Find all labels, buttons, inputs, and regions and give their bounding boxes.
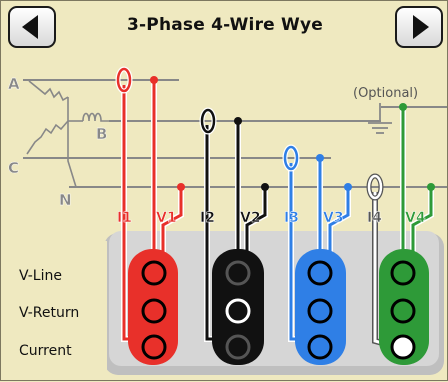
row-label-v-line: V-Line xyxy=(19,268,62,284)
channel-label-i4: I4 xyxy=(367,210,382,226)
v-return-jack-2 xyxy=(225,298,251,324)
channel-label-v4: V4 xyxy=(405,210,426,226)
v-line-jack-2 xyxy=(225,260,251,286)
v-return-jack-1 xyxy=(141,298,167,324)
channel-2 xyxy=(199,107,269,365)
phase-label-c: C xyxy=(8,159,19,177)
v-return-jack-4 xyxy=(390,298,416,324)
v-line-jack-4 xyxy=(390,260,416,286)
page-title: 3-Phase 4-Wire Wye xyxy=(127,15,323,35)
current-clamp-1 xyxy=(116,67,132,93)
current-jack-4 xyxy=(390,334,416,360)
current-clamp-2 xyxy=(200,108,216,134)
wye-source-symbol xyxy=(26,80,109,188)
channel-label-i2: I2 xyxy=(200,210,215,226)
current-clamp-3 xyxy=(283,145,299,171)
current-jack-1 xyxy=(141,334,167,360)
channel-label-i3: I3 xyxy=(284,210,299,226)
channel-3 xyxy=(282,144,352,365)
phase-label-a: A xyxy=(8,75,20,93)
right-arrow-icon xyxy=(413,15,429,39)
next-button[interactable] xyxy=(395,6,443,48)
current-clamp-4 xyxy=(367,174,383,200)
v-line-jack-1 xyxy=(141,260,167,286)
previous-button[interactable] xyxy=(8,6,56,48)
left-arrow-icon xyxy=(22,15,38,39)
channel-label-v3: V3 xyxy=(323,210,344,226)
row-label-v-return: V-Return xyxy=(19,305,79,321)
phase-label-b: B xyxy=(96,125,107,143)
channel-1 xyxy=(115,66,185,365)
phase-label-n: N xyxy=(59,191,72,209)
channel-label-i1: I1 xyxy=(117,210,132,226)
channel-label-v1: V1 xyxy=(156,210,177,226)
v-return-jack-3 xyxy=(307,298,333,324)
current-jack-2 xyxy=(225,334,251,360)
channel-label-v2: V2 xyxy=(240,210,261,226)
ground-icon xyxy=(368,103,392,134)
optional-label: (Optional) xyxy=(353,86,418,101)
header: 3-Phase 4-Wire Wye xyxy=(1,1,448,59)
v-line-jack-3 xyxy=(307,260,333,286)
row-label-current: Current xyxy=(19,343,72,359)
channel-4 xyxy=(366,103,447,365)
current-jack-3 xyxy=(307,334,333,360)
meter-body xyxy=(11,231,444,375)
